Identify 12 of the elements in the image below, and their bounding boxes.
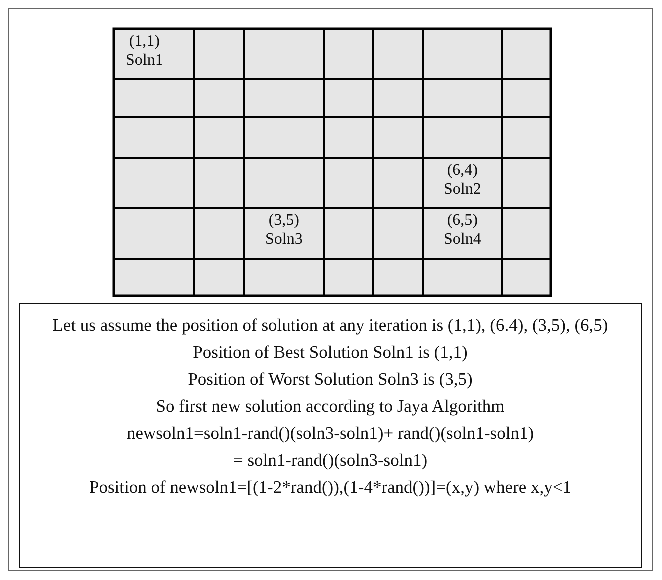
text-line: Position of Best Solution Soln1 is (1,1) bbox=[192, 341, 469, 364]
text-line: Position of Worst Solution Soln3 is (3,5) bbox=[187, 368, 474, 391]
text-line: Position of newsoln1=[(1-2*rand()),(1-4*rand())]=(x,y) where x,y<1 bbox=[88, 476, 573, 499]
text-line: = soln1-rand()(soln3-soln1) bbox=[232, 449, 429, 472]
cell-text: (1,1) Soln1 bbox=[126, 32, 164, 70]
text-line: So first new solution according to Jaya Algorithm bbox=[155, 395, 506, 418]
cell-text: (3,5) Soln3 bbox=[266, 211, 303, 249]
text-line: Let us assume the position of solution at any iteration is (1,1), (6.4), (3,5), (6,5) bbox=[52, 314, 610, 337]
text-box bbox=[19, 303, 642, 568]
cell-text: (6,5) Soln4 bbox=[444, 211, 482, 249]
text-line: newsoln1=soln1-rand()(soln3-soln1)+ rand()(soln1-soln1) bbox=[126, 422, 536, 445]
cell-text: (6,4) Soln2 bbox=[444, 161, 482, 199]
